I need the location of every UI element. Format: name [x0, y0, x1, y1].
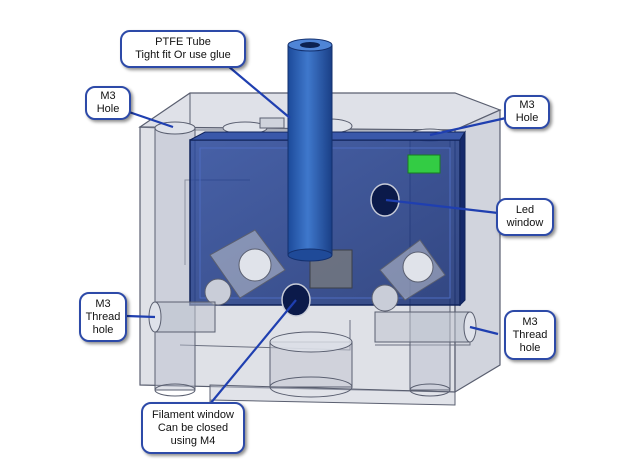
callout-text: Hole	[96, 103, 120, 115]
inner-bore-left	[204, 229, 286, 306]
callout-pointers	[125, 65, 507, 405]
m3-hole-left-pointer	[128, 110, 174, 129]
led-window-hole	[370, 183, 400, 217]
callout-text: Tight fit Or use glue	[135, 49, 231, 61]
ptfe-tube-callout: PTFE Tube Tight fit Or use glue	[120, 30, 246, 68]
top-slot	[259, 117, 285, 129]
callout-text: using M4	[170, 434, 216, 447]
callout-text: M3	[522, 315, 538, 328]
callout-text: M3	[100, 90, 116, 102]
callout-text: window	[506, 217, 544, 229]
callout-text: M3	[519, 99, 535, 111]
callout-text: M3	[95, 297, 111, 310]
m3-thread-right-pointer	[469, 325, 499, 336]
callout-text: Led	[515, 204, 535, 216]
m3-hole-left-callout: M3 Hole	[85, 86, 131, 120]
m3-hole-right-pointer	[429, 116, 507, 137]
callout-text: Filament window	[152, 408, 234, 421]
led-window-pointer	[385, 198, 499, 215]
led-window-callout: Led window	[496, 198, 554, 236]
m3-hole-right-callout: M3 Hole	[504, 95, 550, 129]
filament-window-callout: Filament window Can be closed using M4	[141, 402, 245, 454]
callout-text: Hole	[515, 112, 539, 124]
callout-text: Can be closed	[157, 421, 229, 434]
callout-text: Thread	[512, 328, 548, 341]
m3-thread-right-callout: M3 Thread hole	[504, 310, 556, 360]
callout-text: hole	[519, 341, 541, 354]
filament-window-pointer	[209, 299, 297, 405]
m3-thread-left-pointer	[125, 314, 156, 319]
ptfe-tube	[287, 38, 333, 262]
m3-hole-left-cylinder	[154, 121, 196, 397]
m3-thread-left-cylinder	[148, 301, 216, 333]
callout-text: PTFE Tube	[155, 36, 211, 48]
m3-thread-left-callout: M3 Thread hole	[79, 292, 127, 342]
bottom-boss	[269, 331, 353, 398]
callout-text: Thread	[85, 310, 121, 323]
callout-text: hole	[92, 323, 114, 336]
led	[407, 154, 441, 174]
inner-bore-right	[371, 239, 446, 312]
ptfe-pointer	[227, 65, 291, 119]
m3-thread-right-cylinder	[374, 311, 477, 343]
